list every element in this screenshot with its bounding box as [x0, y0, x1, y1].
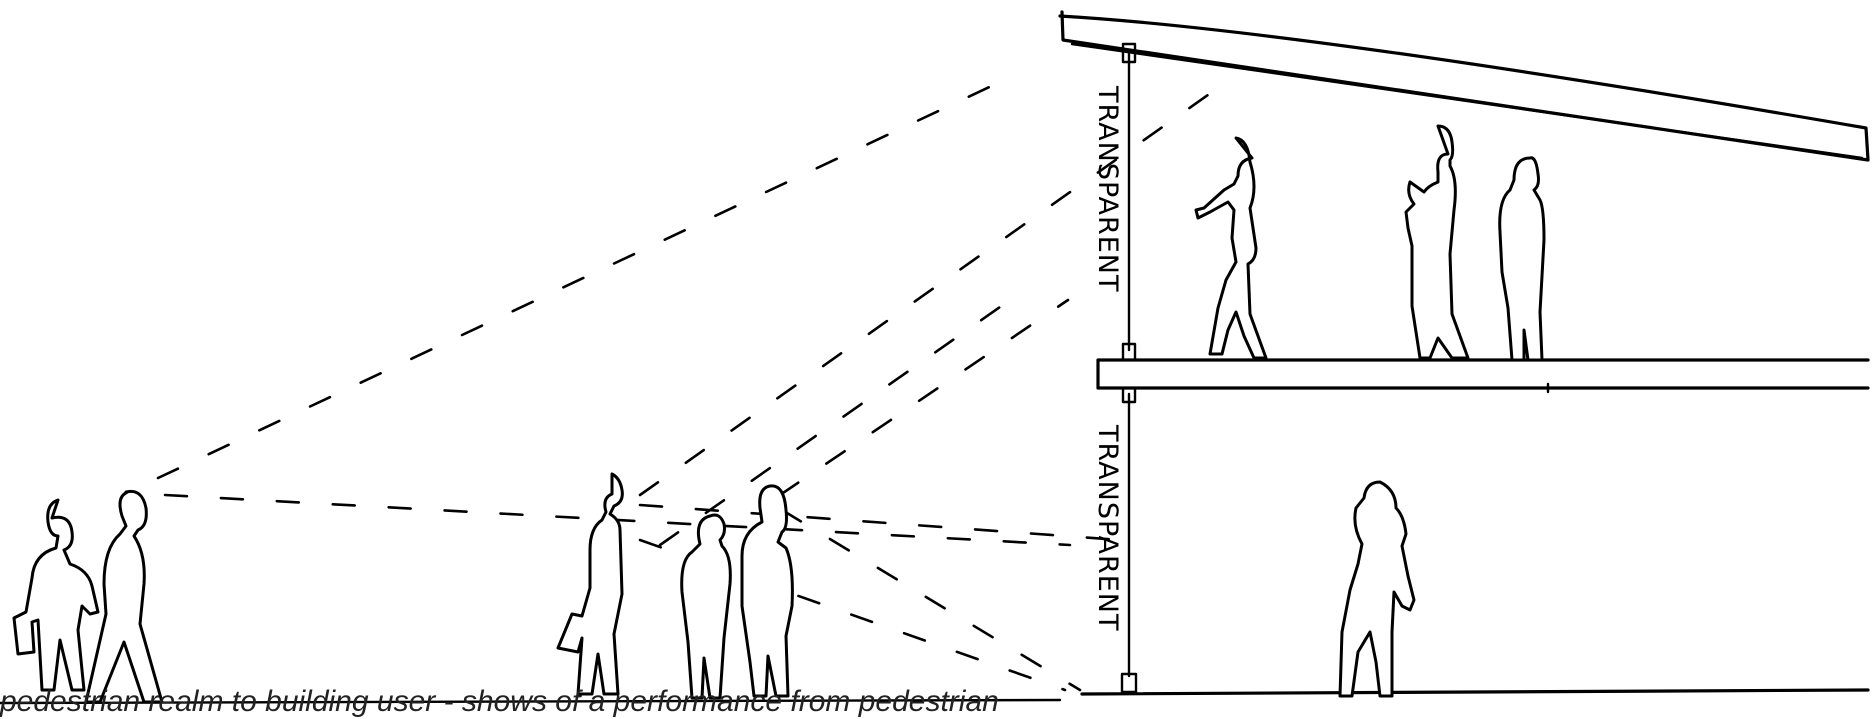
standing-figure	[1500, 158, 1544, 360]
upper-wall-label: TRANSPARENT	[1092, 85, 1123, 293]
ground-floor	[1082, 690, 1868, 694]
pedestrian-couple-right	[742, 486, 792, 696]
pedestrian-with-bag	[14, 500, 98, 690]
violinist-figure	[1196, 138, 1266, 358]
sketch-caption: pedestrian realm to building user - show…	[0, 685, 999, 719]
pedestrian-couple-left	[682, 515, 731, 698]
lower-wall-label: TRANSPARENT	[1092, 424, 1123, 632]
pedestrian-with-suitcase	[558, 474, 622, 694]
dancer-figure	[1340, 482, 1414, 696]
roof-slab	[1060, 12, 1868, 160]
performer-group	[1196, 126, 1544, 360]
upper-floor-slab	[1098, 360, 1868, 388]
guitarist-figure	[1406, 126, 1468, 358]
pedestrian-looking-up	[86, 491, 162, 702]
